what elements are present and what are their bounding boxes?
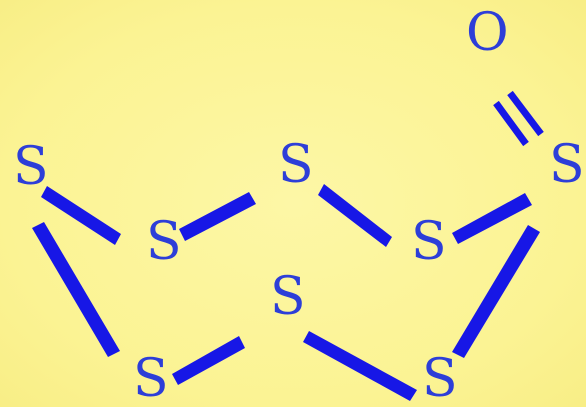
atom-s-top-right: S bbox=[549, 135, 585, 195]
bond-s9-s5 bbox=[452, 225, 540, 358]
atom-s-bottom-left: S bbox=[133, 349, 169, 407]
atom-s-bottom-right: S bbox=[422, 349, 458, 407]
atom-s-middle: S bbox=[270, 267, 306, 327]
atom-s-top-left: S bbox=[13, 137, 49, 197]
bond-s5-o bbox=[493, 90, 544, 147]
bond-s1-s2 bbox=[41, 186, 121, 245]
atom-s-right-inner: S bbox=[411, 212, 447, 272]
bond-s2-s3 bbox=[179, 192, 256, 241]
atom-o-top: O bbox=[466, 3, 509, 63]
bond-s1-s8 bbox=[32, 222, 120, 357]
bond-s4-s5 bbox=[452, 193, 532, 244]
atom-s-top-center: S bbox=[278, 135, 314, 195]
bond-s3-s4 bbox=[318, 184, 392, 247]
bond-s8-s7 bbox=[172, 336, 245, 385]
atom-s-left-inner: S bbox=[146, 212, 182, 272]
bond-s7-s9 bbox=[303, 331, 417, 401]
